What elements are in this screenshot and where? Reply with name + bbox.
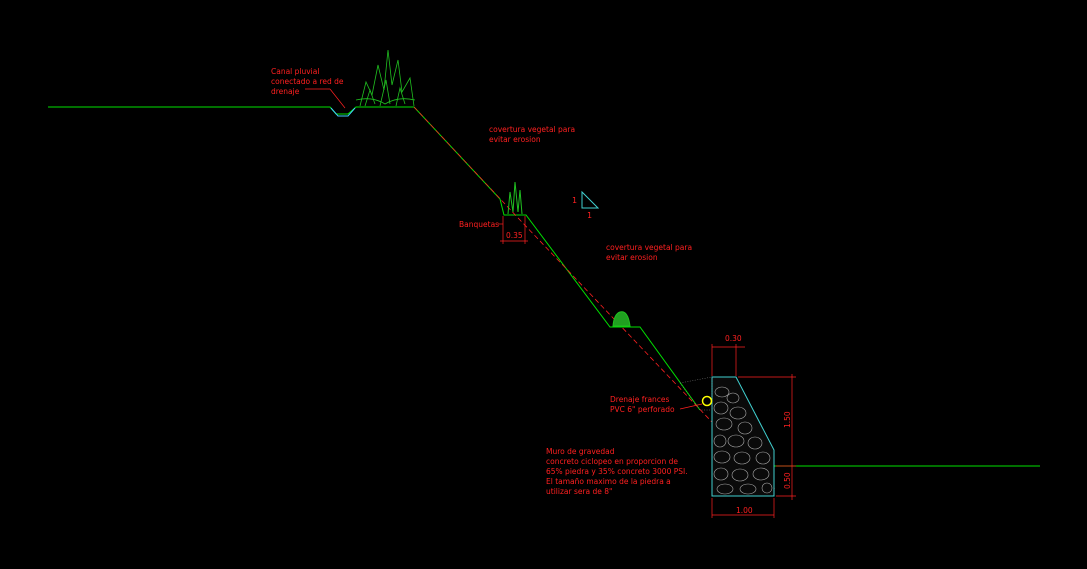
vegetation-bench-icon [507, 181, 523, 215]
canal-annotation: Canal pluvial conectado a red de drenaje [271, 67, 344, 96]
svg-text:65% piedra y 35% concreto 3000: 65% piedra y 35% concreto 3000 PSI. [546, 467, 688, 476]
base-height-dim: 0.50 [783, 472, 792, 489]
svg-text:El tamaño maximo de la piedra: El tamaño maximo de la piedra a [546, 477, 671, 486]
vegetation-lower-icon [612, 311, 631, 327]
dimension-lines [305, 88, 796, 518]
base-width-dim: 1.00 [736, 506, 753, 515]
slope-rise-label: 1 [572, 196, 577, 205]
slope-ratio-triangle [581, 190, 600, 209]
svg-text:conectado a red de: conectado a red de [271, 77, 344, 86]
svg-text:utilizar sera de 8": utilizar sera de 8" [546, 487, 613, 496]
svg-text:PVC 6" perforado: PVC 6" perforado [610, 405, 675, 414]
cover-annotation-1: covertura vegetal para evitar erosion [489, 125, 575, 144]
ground-line-left [48, 106, 701, 411]
wall-height-dim: 1.50 [783, 411, 792, 428]
drain-annotation: Drenaje frances PVC 6" perforado [610, 395, 675, 414]
svg-text:Canal pluvial: Canal pluvial [271, 67, 319, 76]
svg-text:covertura vegetal para: covertura vegetal para [606, 243, 692, 252]
svg-text:Drenaje frances: Drenaje frances [610, 395, 670, 404]
svg-text:covertura vegetal para: covertura vegetal para [489, 125, 575, 134]
svg-text:concreto ciclopeo en proporcio: concreto ciclopeo en proporcion de [546, 457, 678, 466]
slope-run-label: 1 [587, 211, 592, 220]
svg-text:evitar erosion: evitar erosion [606, 253, 658, 262]
cover-annotation-2: covertura vegetal para evitar erosion [606, 243, 692, 262]
banquetas-annotation: Banquetas [459, 220, 499, 229]
svg-text:Muro de gravedad: Muro de gravedad [546, 447, 615, 456]
vegetation-top-icon [355, 49, 416, 107]
french-drain-pipe [701, 395, 713, 407]
rain-canal [330, 107, 356, 117]
wall-annotation: Muro de gravedad concreto ciclopeo en pr… [546, 447, 688, 496]
gravity-wall [711, 376, 775, 497]
bench-width-dim: 0.35 [506, 231, 523, 240]
gravel-backfill [679, 376, 713, 411]
svg-text:drenaje: drenaje [271, 87, 300, 96]
svg-text:evitar erosion: evitar erosion [489, 135, 541, 144]
top-width-dim: 0.30 [725, 334, 742, 343]
